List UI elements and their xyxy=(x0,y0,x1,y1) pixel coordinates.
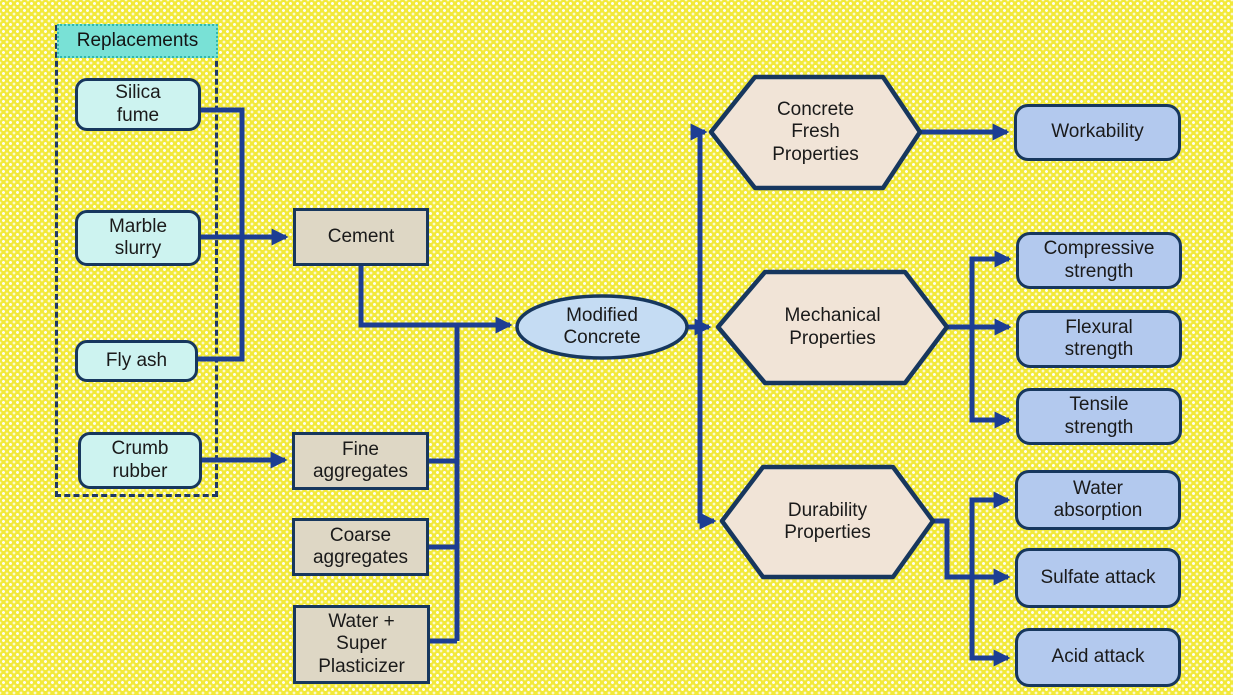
property-hexagons xyxy=(708,74,950,580)
node-water-super-plasticizer-label: Water + Super Plasticizer xyxy=(318,611,405,677)
node-silica-fume-label: Silica fume xyxy=(115,82,161,126)
node-coarse-aggregates-label: Coarse aggregates xyxy=(312,524,409,568)
node-cement-label: Cement xyxy=(327,225,395,247)
node-fly-ash-label: Fly ash xyxy=(105,349,168,371)
replacements-group-header: Replacements xyxy=(57,24,218,58)
arrow-cement-to-product xyxy=(358,266,513,334)
node-compressive-strength: Compressive strength xyxy=(1016,232,1182,289)
node-flexural-strength: Flexural strength xyxy=(1016,310,1182,368)
durability-properties-hexagon xyxy=(719,464,936,580)
node-tensile-strength-label: Tensile strength xyxy=(1064,394,1134,438)
node-workability: Workability xyxy=(1014,104,1181,161)
arrow-mech-to-tensile xyxy=(969,327,1012,429)
node-crumb-rubber-label: Crumb rubber xyxy=(111,438,169,482)
node-marble-slurry: Marble slurry xyxy=(75,210,201,266)
arrow-trunk-to-fresh xyxy=(690,123,708,327)
arrow-dur-to-acid xyxy=(969,577,1011,667)
node-flexural-strength-label: Flexural strength xyxy=(1064,316,1134,360)
node-sulfate-attack: Sulfate attack xyxy=(1015,548,1181,608)
node-marble-slurry-label: Marble slurry xyxy=(108,215,168,259)
node-water-absorption-label: Water absorption xyxy=(1053,477,1143,521)
node-tensile-strength: Tensile strength xyxy=(1016,388,1182,445)
node-fine-aggregates-label: Fine aggregates xyxy=(312,438,409,482)
node-crumb-rubber: Crumb rubber xyxy=(78,432,202,489)
arrow-mech-to-compressive xyxy=(969,250,1012,327)
node-fine-aggregates: Fine aggregates xyxy=(292,432,429,490)
node-workability-label: Workability xyxy=(1051,121,1144,143)
arrow-dur-to-sulfate xyxy=(933,518,1011,586)
node-acid-attack: Acid attack xyxy=(1015,628,1181,687)
node-water-absorption: Water absorption xyxy=(1015,470,1181,530)
node-fly-ash: Fly ash xyxy=(75,340,198,382)
node-coarse-aggregates: Coarse aggregates xyxy=(292,518,429,576)
node-compressive-strength-label: Compressive strength xyxy=(1043,238,1155,282)
fresh-properties-hexagon xyxy=(708,74,923,191)
mechanical-properties-hexagon xyxy=(715,269,950,386)
modified-concrete-ellipse xyxy=(515,294,689,360)
node-sulfate-attack-label: Sulfate attack xyxy=(1040,566,1156,588)
node-cement: Cement xyxy=(293,208,429,266)
arrow-dur-to-waterabs xyxy=(969,491,1011,577)
arrow-trunk-to-durability xyxy=(697,327,717,530)
node-water-super-plasticizer: Water + Super Plasticizer xyxy=(293,605,430,684)
replacements-group-label: Replacements xyxy=(76,30,199,51)
node-silica-fume: Silica fume xyxy=(75,78,201,131)
node-acid-attack-label: Acid attack xyxy=(1051,646,1145,668)
connector-arrows xyxy=(201,123,1012,667)
